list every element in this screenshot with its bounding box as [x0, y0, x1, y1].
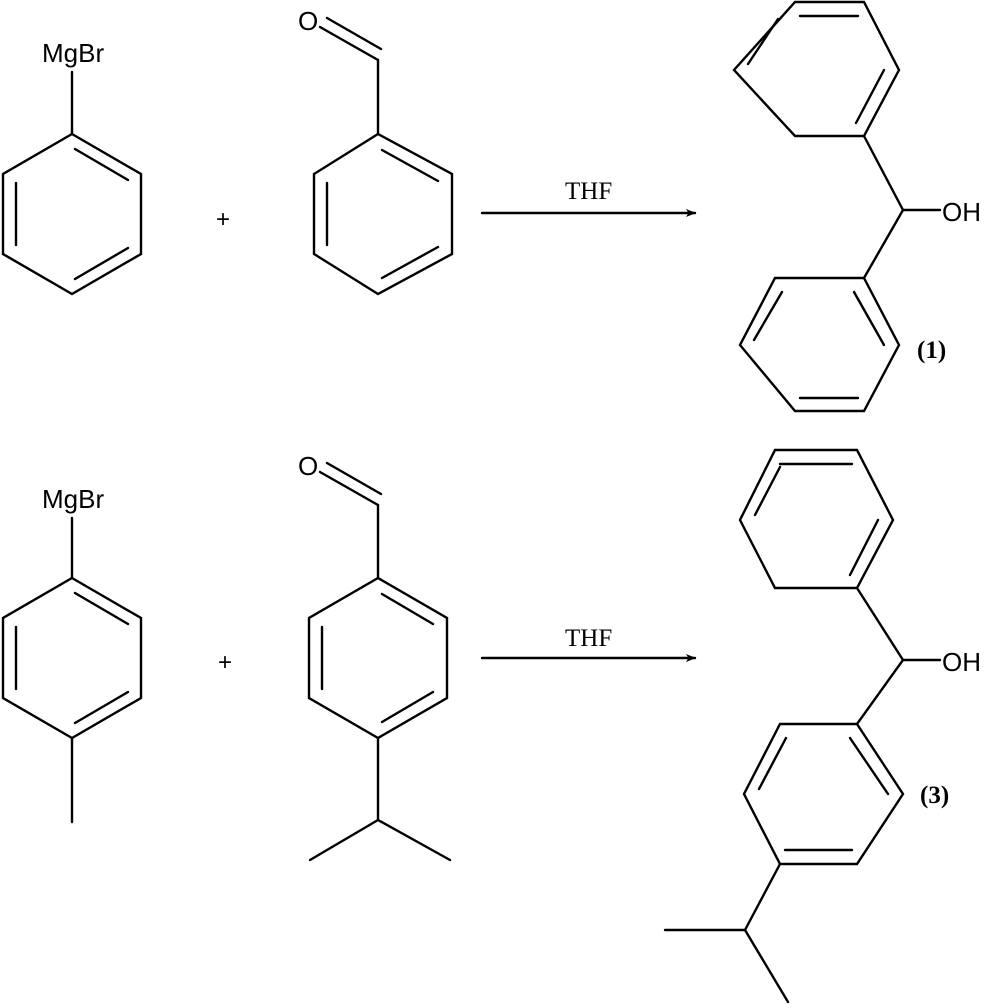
product-1: OH (1)	[732, 0, 981, 413]
hydroxyl-label: OH	[942, 197, 981, 227]
compound-number: (3)	[920, 782, 949, 809]
benzene-ring	[312, 132, 454, 296]
benzene-ring	[742, 722, 905, 866]
mgbr-label: MgBr	[42, 484, 104, 514]
benzaldehyde: O	[298, 6, 454, 296]
isopropylbenzaldehyde: O	[298, 451, 452, 862]
reaction-2: MgBr + O THF	[1, 448, 981, 1004]
compound-number: (1)	[917, 337, 946, 364]
benzene-ring	[307, 576, 449, 740]
mgbr-label: MgBr	[42, 38, 104, 68]
benzene-ring	[732, 0, 901, 138]
solvent-label: THF	[565, 625, 612, 652]
oxygen-label: O	[298, 451, 318, 481]
benzene-ring	[738, 448, 895, 590]
tolylmagnesium-bromide: MgBr	[1, 484, 143, 824]
plus-sign: +	[216, 206, 230, 233]
product-3: OH (3)	[663, 448, 981, 1004]
benzene-ring	[1, 132, 143, 296]
benzene-ring	[1, 576, 143, 740]
oxygen-label: O	[298, 6, 318, 36]
hydroxyl-label: OH	[942, 647, 981, 677]
plus-sign: +	[218, 649, 232, 676]
benzene-ring	[738, 276, 901, 413]
phenylmagnesium-bromide: MgBr	[1, 38, 143, 296]
solvent-label: THF	[565, 178, 612, 205]
isopropyl-bond	[743, 862, 782, 932]
reaction-1: MgBr + O THF	[1, 0, 981, 413]
